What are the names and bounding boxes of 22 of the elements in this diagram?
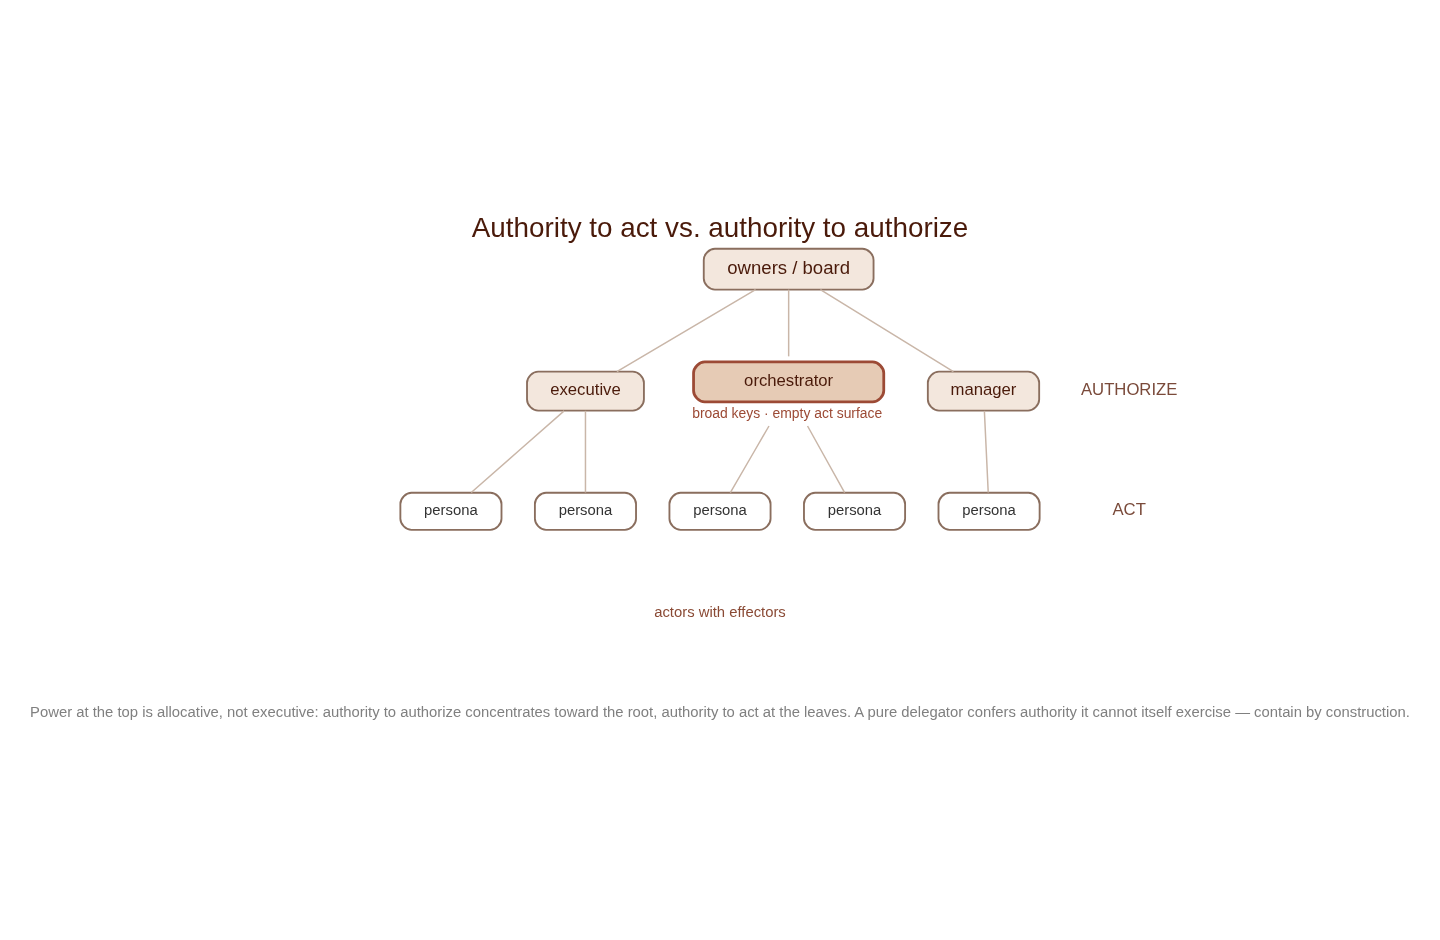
diagram-title: Authority to act vs. authority to authorize — [471, 211, 969, 243]
connector — [806, 424, 846, 493]
node-box: persona — [668, 491, 772, 531]
caption: Power at the top is allocative, not executive: authority to authorize concentrates toward the root, authority to act at the leaves. A pure delegator confers authority it cannot itself exercise — contain by construction. — [30, 703, 1410, 720]
connector — [584, 409, 587, 493]
node-box: owners / board — [702, 247, 875, 290]
node-box: persona — [937, 491, 1041, 531]
connector — [983, 409, 989, 493]
node-box: persona — [803, 491, 907, 531]
connector — [616, 288, 757, 372]
node-box: persona — [399, 491, 503, 531]
node-box: persona — [533, 491, 637, 531]
node-box: executive — [526, 370, 645, 412]
label: actors with effectors — [654, 603, 786, 620]
label: AUTHORIZE — [1080, 379, 1178, 399]
connector — [470, 409, 565, 493]
label: ACT — [1112, 499, 1146, 519]
node-box: manager — [926, 370, 1041, 412]
connector — [819, 288, 955, 372]
node-label: broad keys · empty act surface — [692, 404, 883, 421]
connector — [787, 288, 790, 357]
connector — [729, 424, 770, 493]
